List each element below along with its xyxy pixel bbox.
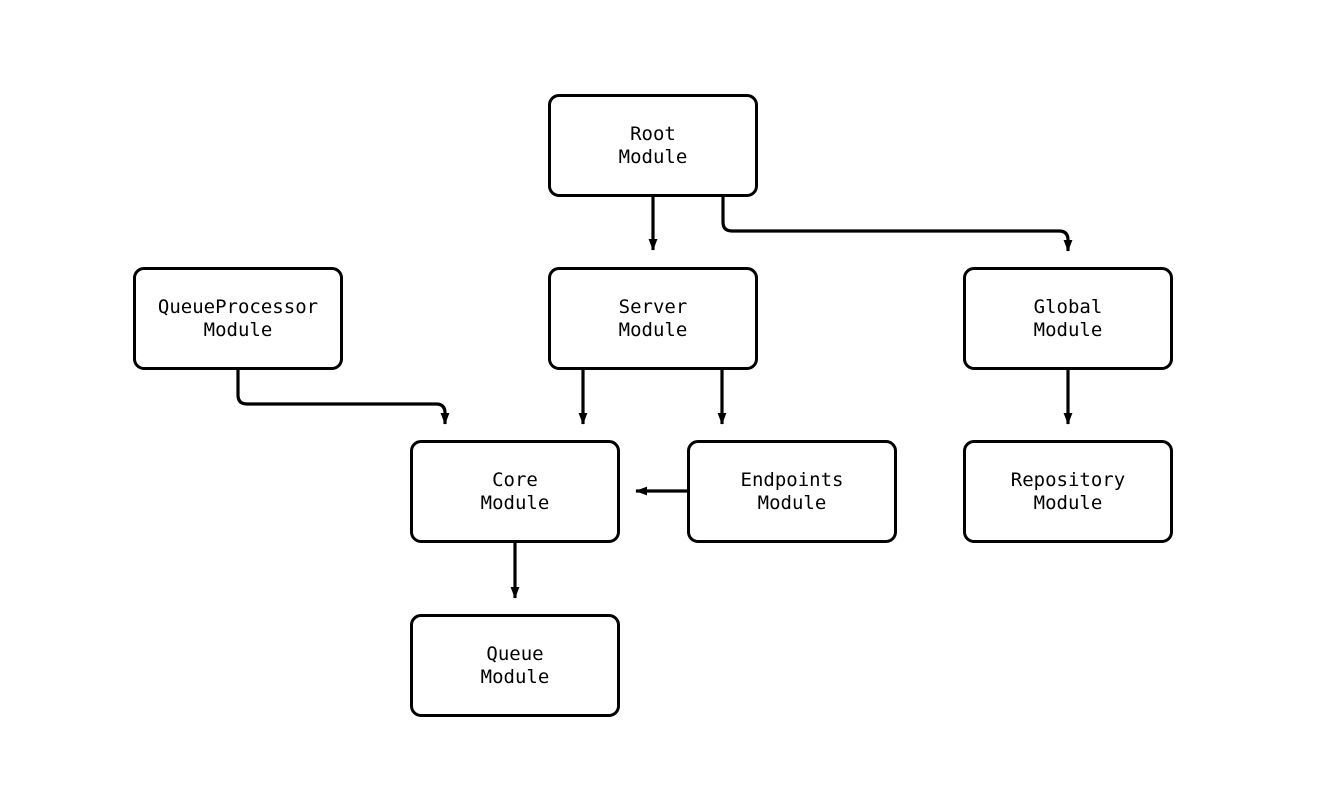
node-core-module[interactable]: Core Module: [410, 440, 620, 543]
node-label-line2: Module: [1033, 318, 1103, 341]
node-label-line2: Module: [1033, 491, 1103, 514]
node-label-line1: Global: [1033, 295, 1103, 318]
node-label-line1: Endpoints: [740, 468, 844, 491]
node-queueprocessor-module[interactable]: QueueProcessor Module: [133, 267, 343, 370]
node-root-module[interactable]: Root Module: [548, 94, 758, 197]
node-server-module[interactable]: Server Module: [548, 267, 758, 370]
node-label-line2: Module: [203, 318, 273, 341]
node-global-module[interactable]: Global Module: [963, 267, 1173, 370]
node-label-line2: Module: [480, 491, 550, 514]
node-endpoints-module[interactable]: Endpoints Module: [687, 440, 897, 543]
node-label-line2: Module: [757, 491, 827, 514]
node-label-line1: Root: [630, 122, 676, 145]
node-label-line1: Repository: [1010, 468, 1126, 491]
node-label-line2: Module: [480, 665, 550, 688]
node-repository-module[interactable]: Repository Module: [963, 440, 1173, 543]
node-label-line1: QueueProcessor: [157, 295, 319, 318]
node-queue-module[interactable]: Queue Module: [410, 614, 620, 717]
node-label-line2: Module: [618, 318, 688, 341]
node-label-line1: Server: [618, 295, 688, 318]
node-label-line1: Core: [492, 468, 538, 491]
node-label-line2: Module: [618, 145, 688, 168]
node-label-line1: Queue: [486, 642, 544, 665]
